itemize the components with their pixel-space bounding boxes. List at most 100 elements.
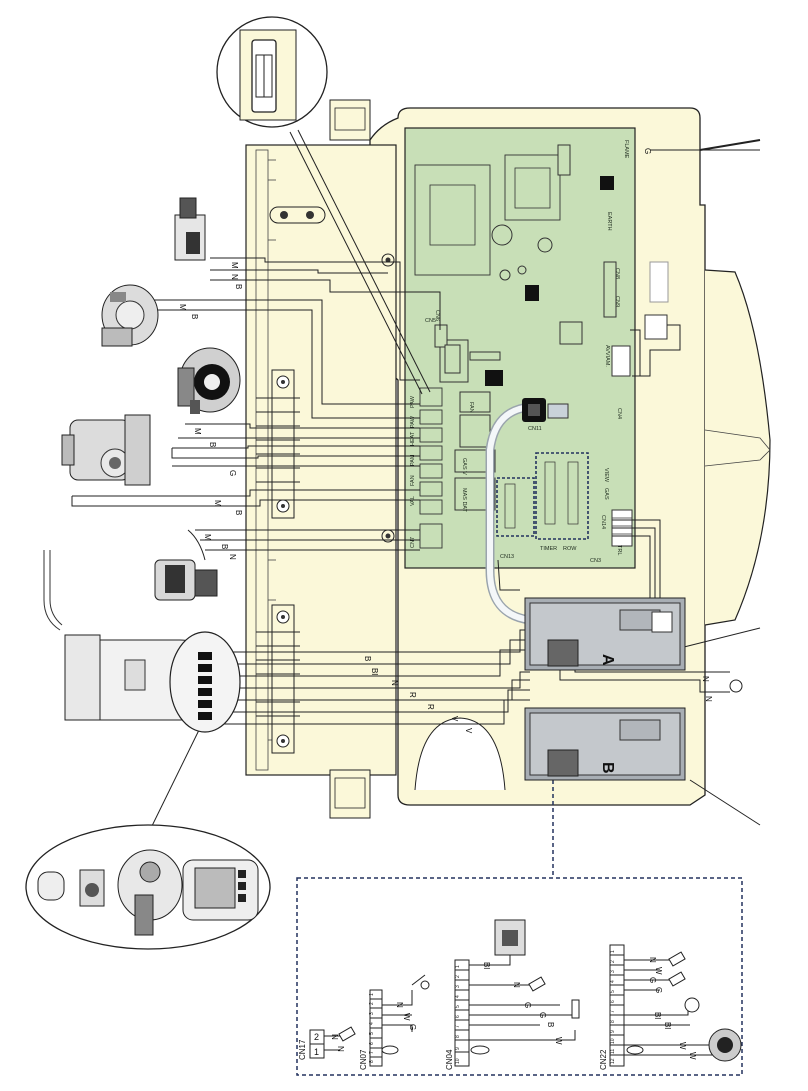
- cn17-wire: N: [336, 1046, 345, 1052]
- cn22-pin: 5: [610, 990, 616, 993]
- cn22-connector: 12 11 10 9 8 7 6 5 4 3 2 1 CN22 N W G G …: [599, 944, 742, 1070]
- cn07-pin: 4: [369, 1022, 375, 1025]
- terminal-strip-upper: [256, 369, 300, 519]
- board-label-cn8: CN8: [614, 268, 620, 279]
- board-label-view: VIEW: [603, 468, 609, 483]
- wire-label: M: [230, 262, 239, 269]
- cn22-pin: 2: [610, 960, 616, 963]
- gas-valve: [154, 529, 218, 601]
- wire-label: B: [234, 510, 243, 515]
- fan-motor: [177, 347, 241, 414]
- wire-label: B: [220, 544, 229, 549]
- board-label-val: VAL: [410, 496, 416, 506]
- wire-label: V: [464, 728, 473, 734]
- wire-label: G: [228, 470, 237, 476]
- board-label-relay-gasv: GAS V: [461, 458, 467, 475]
- cn22-pin: 7: [610, 1010, 616, 1013]
- cn04-wire: Bl: [482, 962, 491, 969]
- junction-box: [43, 550, 241, 733]
- board-label-cn14: CN14: [600, 515, 606, 529]
- cn07-wire: N: [395, 1002, 404, 1008]
- cn04-wire: G: [523, 1002, 532, 1008]
- wire-label: B: [234, 284, 243, 289]
- wire-label: R: [408, 692, 417, 698]
- cn22-pin: 4: [610, 980, 616, 983]
- wire-label: G: [643, 148, 652, 154]
- cn22-pin: 11: [610, 1049, 616, 1054]
- cn22-wire: Bl: [663, 1022, 672, 1029]
- wire-labels: M N B M B M B G M B M B N B Bl N R R V V…: [178, 148, 713, 734]
- module-a-label: A: [599, 654, 616, 666]
- board-label-cn11: CN11: [528, 426, 542, 432]
- cn22-pin: 9: [610, 1030, 616, 1033]
- board-label-cn9: CN9: [614, 296, 620, 307]
- cn04-pin: 5: [455, 1005, 461, 1008]
- cn04-pin: 4: [455, 995, 461, 998]
- cn07-pin: 3: [369, 1012, 375, 1015]
- board-label-cn4: CN4: [616, 408, 622, 419]
- board-label-fan: FAN: [410, 475, 416, 486]
- cn04-pin: 10: [455, 1058, 461, 1064]
- cn04-connector: 10 9 8 7 6 5 4 3 2 1 CN04 Bl N G G B W: [445, 919, 580, 1070]
- cn07-wire: W: [402, 1013, 411, 1021]
- module-a: A: [524, 597, 686, 671]
- cn22-wire: W: [688, 1052, 697, 1060]
- cn04-wire: B: [546, 1022, 555, 1027]
- cn22-wire: W: [654, 967, 663, 975]
- cn04-pin: 1: [455, 965, 461, 968]
- cn04-pin: 3: [455, 985, 461, 988]
- board-label-row: ROW: [563, 546, 577, 552]
- cn22-pin: 3: [610, 970, 616, 973]
- wire-label: M: [203, 534, 212, 541]
- board-label-avviam: AVVIAM.: [604, 345, 610, 367]
- cn04-wire: G: [538, 1012, 547, 1018]
- wire-label: N: [228, 554, 237, 560]
- wire-label: R: [426, 704, 435, 710]
- cn07-wire: G: [408, 1024, 417, 1030]
- wire-label: N: [701, 676, 710, 682]
- board-label-cn7: CN7: [410, 537, 416, 548]
- module-b: B: [524, 707, 686, 781]
- board-label-cn13: CN13: [500, 554, 514, 560]
- cn22-name: CN22: [599, 1049, 608, 1070]
- cn22-wire: G: [648, 977, 657, 983]
- board-label-paw2: PAW: [410, 415, 416, 428]
- wire-label: M: [193, 428, 202, 435]
- cn07-name: CN07: [359, 1049, 368, 1070]
- board-label-heat: HEAT: [410, 431, 416, 446]
- cn22-wire: G: [654, 987, 663, 993]
- board-label-paw1: PAW: [410, 395, 416, 408]
- wire-label: B: [190, 314, 199, 319]
- fuse-inset: [216, 16, 328, 128]
- cn07-pin: 1: [369, 993, 375, 996]
- wire-label: B: [208, 442, 217, 447]
- cn22-pin: 1: [610, 950, 616, 953]
- wiring-lines: [71, 129, 761, 875]
- cn07-pin: 6: [369, 1042, 375, 1045]
- wire-label: B: [363, 656, 372, 661]
- wire-label: M: [213, 500, 222, 507]
- cn22-pin: 8: [610, 1020, 616, 1023]
- cn04-pin: 9: [455, 1047, 461, 1050]
- cn22-wire: W: [678, 1042, 687, 1050]
- cn17-name: CN17: [298, 1039, 307, 1060]
- wire-label: N: [390, 680, 399, 686]
- board-label-relay-masdat: MAS DAT: [461, 488, 467, 513]
- board-label-trl: TRL: [616, 545, 622, 555]
- module-b-label: B: [599, 762, 616, 774]
- board-label-cn5: CN5: [425, 318, 436, 324]
- cn07-pin: 2: [369, 1002, 375, 1005]
- wire-label: Bl: [370, 668, 379, 675]
- temperature-sensor: [174, 197, 206, 261]
- cn22-pin: 12: [610, 1058, 616, 1064]
- board-label-flame: FLAME: [623, 140, 629, 159]
- circulation-pump: [61, 414, 151, 486]
- cn04-name: CN04: [445, 1049, 454, 1070]
- connector-detail-inset: 2 1 CN17 N N 8 7 6 5 4 3 2 1 CN07 N W: [296, 877, 743, 1076]
- air-pressure-switch: [101, 284, 159, 347]
- wire-label: M: [178, 304, 187, 311]
- cn07-pin: 8: [369, 1060, 375, 1063]
- cn17-pin: 1: [314, 1047, 319, 1057]
- board-label-earth: EARTH: [606, 212, 612, 231]
